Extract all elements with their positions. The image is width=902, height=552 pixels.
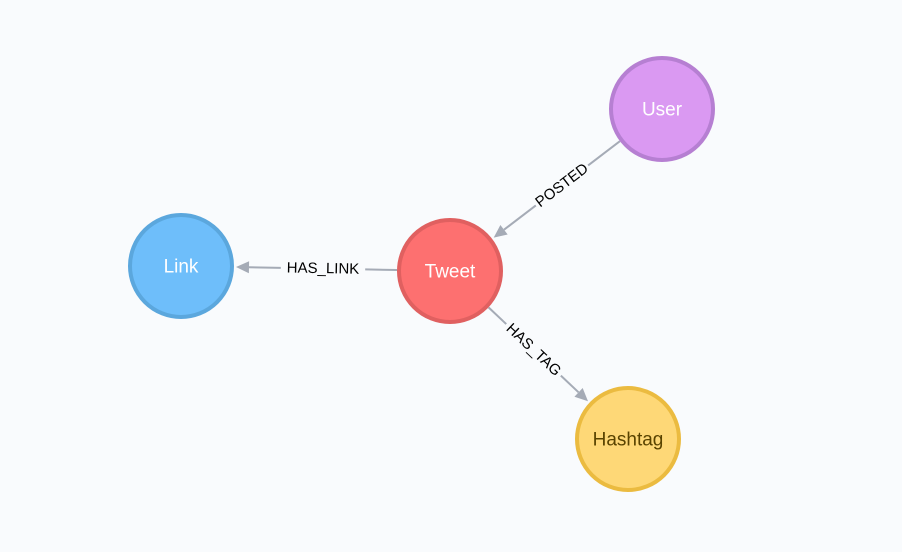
relationship-line [487, 306, 507, 325]
node-caption: Tweet [425, 262, 476, 283]
relationship-label: POSTED [532, 160, 591, 211]
node-link[interactable]: Link [128, 213, 234, 319]
node-circle[interactable] [397, 218, 503, 324]
relationship-label: HAS_LINK [287, 259, 360, 277]
node-user[interactable]: User [609, 56, 715, 162]
node-caption: Hashtag [593, 430, 664, 451]
relationship-line [248, 266, 281, 269]
relationship-label: HAS_TAG [503, 320, 565, 380]
node-circle[interactable] [609, 56, 715, 162]
node-caption: Link [164, 257, 199, 278]
relationship-line [587, 140, 621, 167]
relationship-has-link[interactable]: HAS_LINK [235, 259, 398, 278]
node-hashtag[interactable]: Hashtag [575, 386, 681, 492]
arrowhead-icon [574, 387, 589, 402]
relationship-posted[interactable]: POSTED [493, 140, 621, 238]
arrowhead-icon [235, 261, 250, 274]
relationship-has-tag[interactable]: HAS_TAG [487, 306, 589, 402]
node-circle[interactable] [575, 386, 681, 492]
arrowhead-icon [493, 224, 508, 238]
node-caption: User [642, 100, 683, 121]
relationship-line [503, 204, 537, 231]
node-circle[interactable] [128, 213, 234, 319]
relationship-line [560, 374, 580, 394]
relationship-line [365, 268, 398, 272]
node-tweet[interactable]: Tweet [397, 218, 503, 324]
